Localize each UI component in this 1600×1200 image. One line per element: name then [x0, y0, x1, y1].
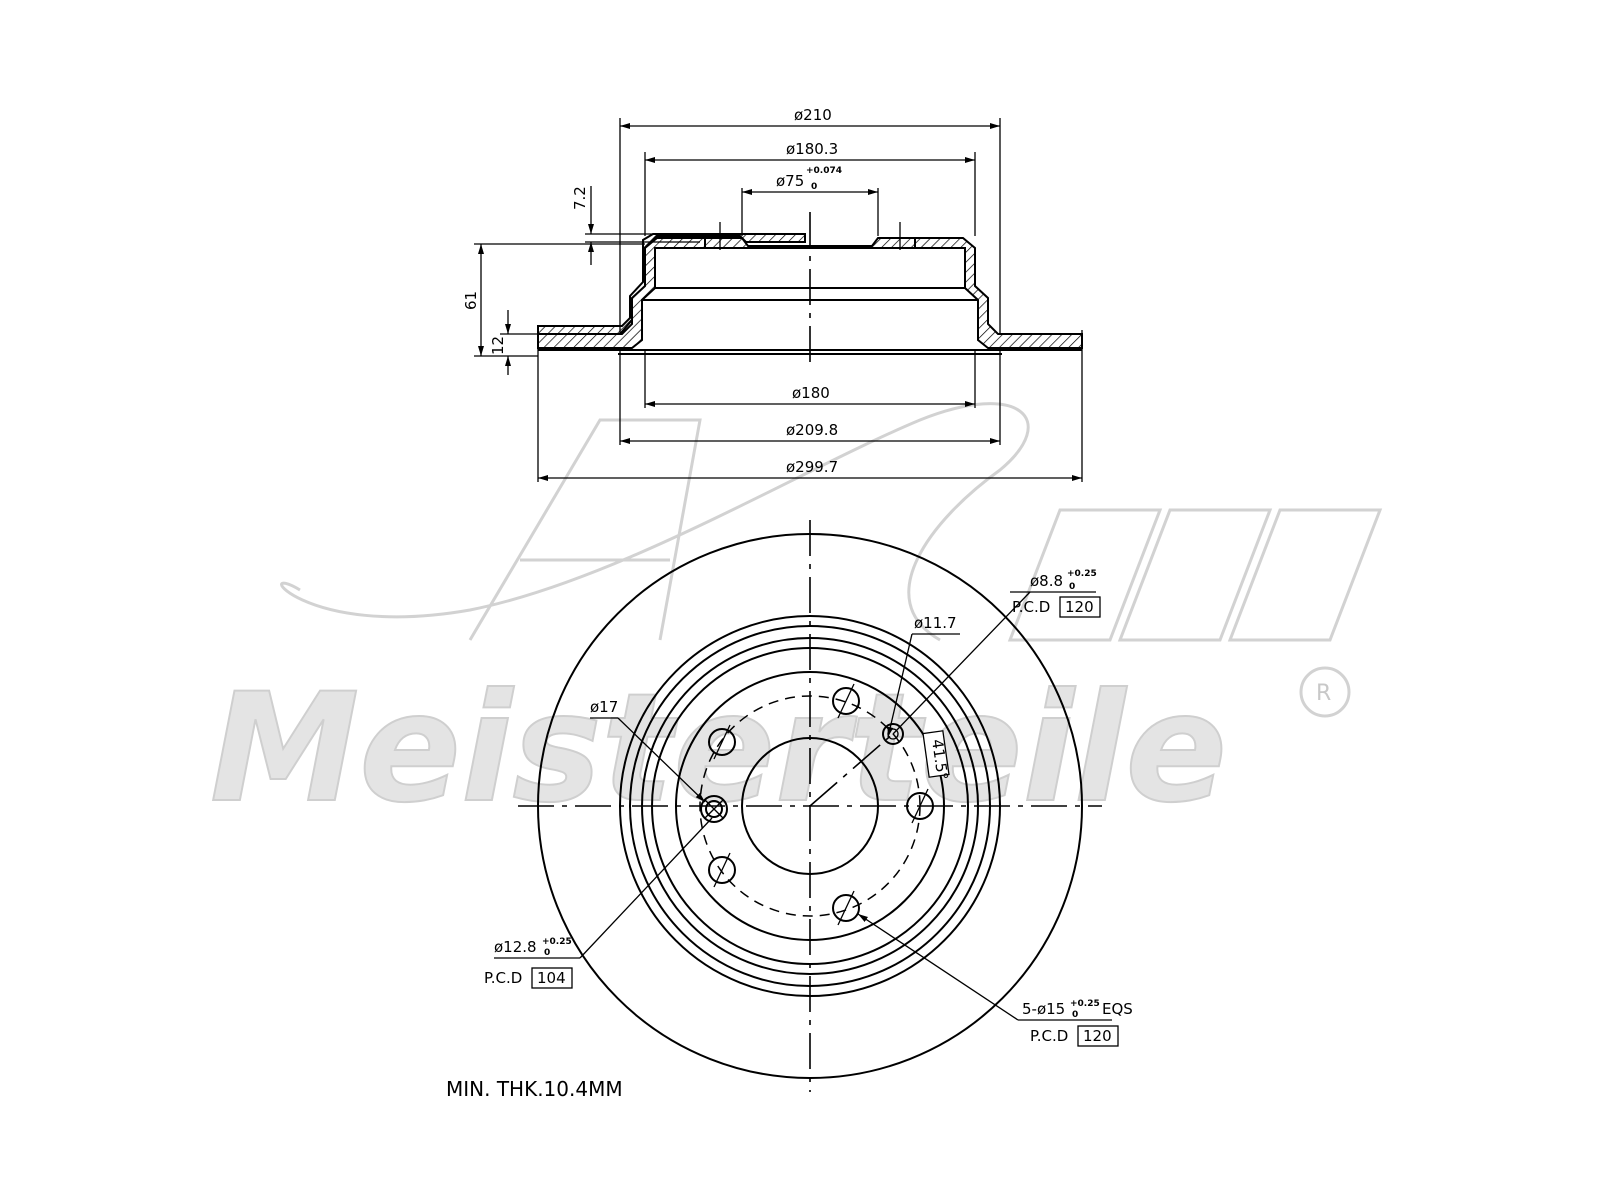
dim-117: ø11.7: [914, 614, 957, 632]
pcd-label-bottom: P.C.D: [1030, 1027, 1068, 1045]
pcd-120-bottom-box: [1077, 1025, 1119, 1047]
watermark-brand: Meisterteile: [210, 662, 1227, 836]
pcd-104-box: [531, 967, 573, 989]
dim-2098: ø209.8: [786, 421, 838, 439]
bolt-holes: [708, 683, 934, 926]
watermark-a-stroke: [468, 418, 702, 641]
side-view: ø210 ø180.3 ø75 +0.074 0 7.2 61 12 ø180 …: [462, 106, 1083, 482]
watermark: Meisterteile R: [209, 402, 1383, 837]
bolt-hole: [832, 683, 860, 719]
dim-210: ø210: [794, 106, 832, 124]
pcd-120-value: 120: [1065, 598, 1094, 616]
dim-1803: ø180.3: [786, 140, 838, 158]
hole-128-tol-upper: +0.25: [542, 937, 572, 947]
leader-88: [892, 591, 1031, 735]
pcd-104-value: 104: [537, 969, 566, 987]
bolt-holes-tol-lower: 0: [1072, 1010, 1078, 1020]
hole-88-tol-lower: 0: [1069, 582, 1075, 592]
hole-88-label: ø8.8: [1030, 572, 1063, 590]
hole-128-tol-lower: 0: [544, 948, 550, 958]
dim-75-tol-upper: +0.074: [806, 166, 842, 176]
watermark-slashes: [1007, 508, 1383, 642]
watermark-swoosh: [280, 402, 1030, 642]
bolt-hole: [708, 724, 736, 760]
bolt-holes-tol-upper: +0.25: [1070, 999, 1100, 1009]
dim-61: 61: [462, 291, 480, 310]
dim-12: 12: [489, 336, 507, 355]
pcd-label-top: P.C.D: [1012, 598, 1050, 616]
leader-15: [857, 913, 1019, 1021]
pin-hole-left: [700, 795, 728, 823]
bolt-holes-label: 5-ø15: [1022, 1000, 1065, 1018]
section-right-solid: [914, 237, 1083, 349]
watermark-registered-circle: [1299, 666, 1351, 718]
angle-ref-line: [809, 731, 896, 807]
bolt-hole: [906, 788, 934, 824]
hole-128-label: ø12.8: [494, 938, 537, 956]
leader-128: [579, 817, 713, 959]
bolt-hole: [708, 852, 736, 888]
angle-box: [922, 730, 950, 778]
bolt-hole: [832, 890, 860, 926]
dim-72: 7.2: [571, 186, 589, 210]
dim-180: ø180: [792, 384, 830, 402]
pcd-120-bottom-value: 120: [1083, 1027, 1112, 1045]
bolt-holes-suffix: EQS: [1102, 1000, 1133, 1018]
dim-17: ø17: [590, 698, 618, 716]
leader-17: [617, 717, 706, 803]
leader-117: [887, 633, 913, 738]
hole-88-tol-upper: +0.25: [1067, 569, 1097, 579]
dim-2997: ø299.7: [786, 458, 838, 476]
front-view: 41.5° ø8.8 +0.25 0 P.C.D 120 ø11.7 ø17 ø…: [484, 520, 1133, 1092]
watermark-registered: R: [1316, 681, 1331, 706]
pcd-label-left: P.C.D: [484, 969, 522, 987]
pcd-120-box: [1059, 596, 1101, 618]
min-thickness-note: MIN. THK.10.4MM: [446, 1077, 623, 1101]
dim-75: ø75: [776, 172, 804, 190]
angle-label: 41.5°: [928, 738, 952, 781]
dim-75-tol-lower: 0: [811, 182, 817, 192]
